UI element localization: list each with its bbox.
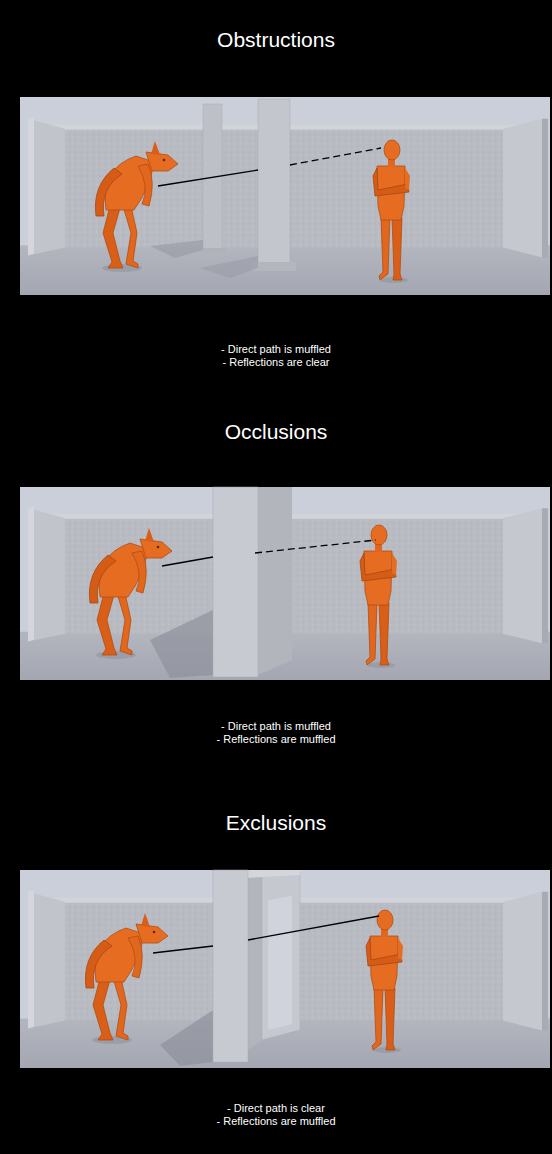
scene-exclusions-part [160,1010,213,1066]
scene-exclusions [20,870,550,1068]
scene-exclusions-part [153,946,213,953]
scene-occlusions-part [255,540,376,553]
scene-exclusions-part [247,870,300,878]
scene-exclusions-part [262,872,300,1040]
scene-obstructions-part [258,99,290,264]
note-line: - Reflections are muffled [0,732,552,746]
scene-exclusions-part [85,913,168,1044]
section-title: Obstructions [0,27,552,53]
scene-exclusions-part [248,916,379,940]
scene-occlusions-part [360,525,397,668]
note-line: - Direct path is muffled [0,719,552,733]
scene-exclusions-part [213,870,248,1062]
note-line: - Reflections are clear [0,355,552,369]
section-title: Exclusions [0,810,552,836]
note-line: - Reflections are muffled [0,1114,552,1128]
scene-obstructions [20,97,550,295]
scene-occlusions-part [20,487,550,680]
scene-exclusions-part [20,870,550,1068]
section-title: Occlusions [0,419,552,445]
scene-obstructions-part [20,97,550,295]
note-line: - Direct path is clear [0,1101,552,1115]
scene-exclusions-part [366,910,403,1053]
scene-exclusions-part [268,896,292,1030]
scene-occlusions-part [150,610,213,678]
note-line: - Direct path is muffled [0,342,552,356]
scene-obstructions-part [200,256,258,278]
scene-occlusions-part [162,557,213,566]
scene-obstructions-part [290,148,381,165]
scene-obstructions-part [252,262,296,271]
scene-occlusions [20,487,550,680]
scene-exclusions-part [248,872,262,1050]
scene-obstructions-part [373,140,410,283]
scene-obstructions-part [150,240,203,258]
scene-occlusions-part [258,487,292,675]
scene-obstructions-part [158,170,258,186]
scene-occlusions-part [89,528,172,659]
scene-occlusions-part [213,487,258,677]
scene-obstructions-part [95,141,178,272]
